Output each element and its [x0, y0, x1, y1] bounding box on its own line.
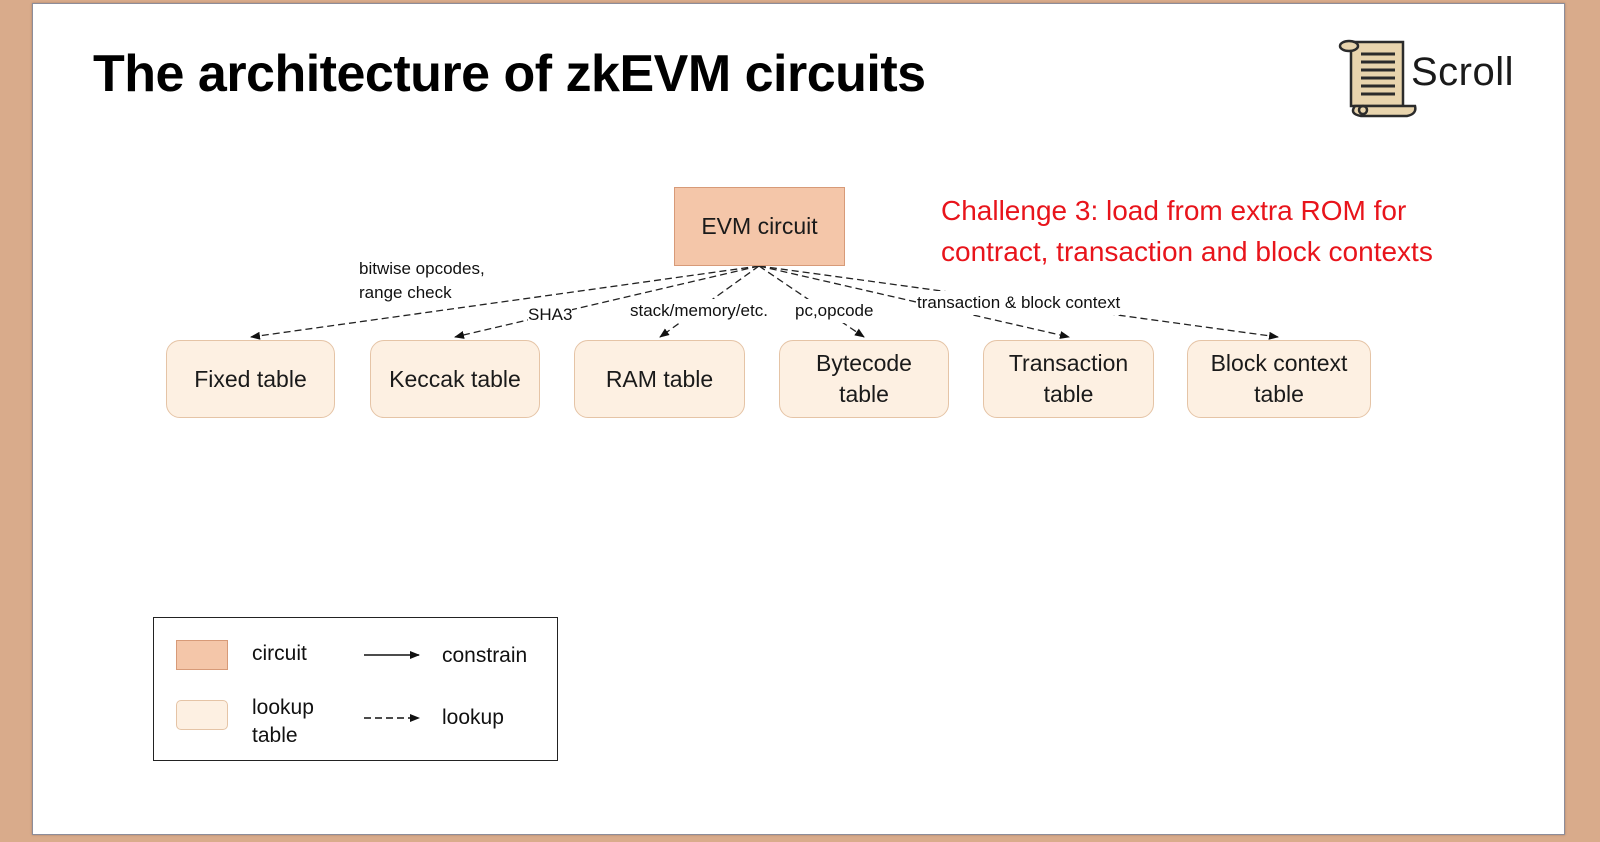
- logo-text: Scroll: [1411, 50, 1515, 94]
- legend-lines: [364, 651, 420, 722]
- edge-label-ram: stack/memory/etc.: [630, 299, 768, 323]
- bytecode-table-node: Bytecode table: [779, 340, 949, 418]
- edge-label-tx-block: transaction & block context: [917, 291, 1121, 315]
- slide: The architecture of zkEVM circuits Scrol…: [32, 3, 1565, 835]
- edge-label-bytecode: pc,opcode: [795, 299, 874, 323]
- edge-label-keccak: SHA3: [528, 303, 573, 327]
- legend-circuit-label: circuit: [252, 642, 307, 665]
- scroll-icon: [1338, 39, 1417, 118]
- evm-circuit-label: EVM circuit: [701, 213, 818, 239]
- ram-table-node: RAM table: [574, 340, 745, 418]
- legend: circuit lookup table constrain lookup: [153, 617, 558, 761]
- edge-to-bytecode-table: [758, 265, 865, 338]
- slide-title: The architecture of zkEVM circuits: [93, 45, 926, 103]
- edge-to-transaction-table: [758, 265, 1070, 339]
- evm-circuit-node: EVM circuit: [674, 187, 845, 266]
- bytecode-table-label: Bytecode table: [816, 350, 912, 407]
- keccak-table-node: Keccak table: [370, 340, 540, 418]
- transaction-table-label: Transaction table: [1008, 350, 1129, 407]
- edge-to-fixed-table: [250, 265, 760, 340]
- edge-to-keccak-table: [454, 265, 760, 339]
- legend-lookup-table-swatch: [176, 700, 228, 730]
- challenge-note: Challenge 3: load from extra ROM for con…: [941, 195, 1433, 267]
- legend-lookup-label: lookup: [442, 706, 504, 729]
- keccak-table-label: Keccak table: [389, 365, 521, 392]
- transaction-table-node: Transaction table: [983, 340, 1154, 418]
- fixed-table-label: Fixed table: [194, 365, 307, 392]
- legend-circuit-swatch: [176, 640, 228, 670]
- fixed-table-node: Fixed table: [166, 340, 335, 418]
- legend-constrain-label: constrain: [442, 644, 528, 667]
- legend-lookup-table-label: lookup table: [252, 696, 314, 747]
- ram-table-label: RAM table: [605, 365, 714, 392]
- block-context-table-node: Block context table: [1187, 340, 1371, 418]
- edge-label-fixed: bitwise opcodes, range check: [359, 259, 485, 302]
- block-context-table-label: Block context table: [1210, 350, 1348, 407]
